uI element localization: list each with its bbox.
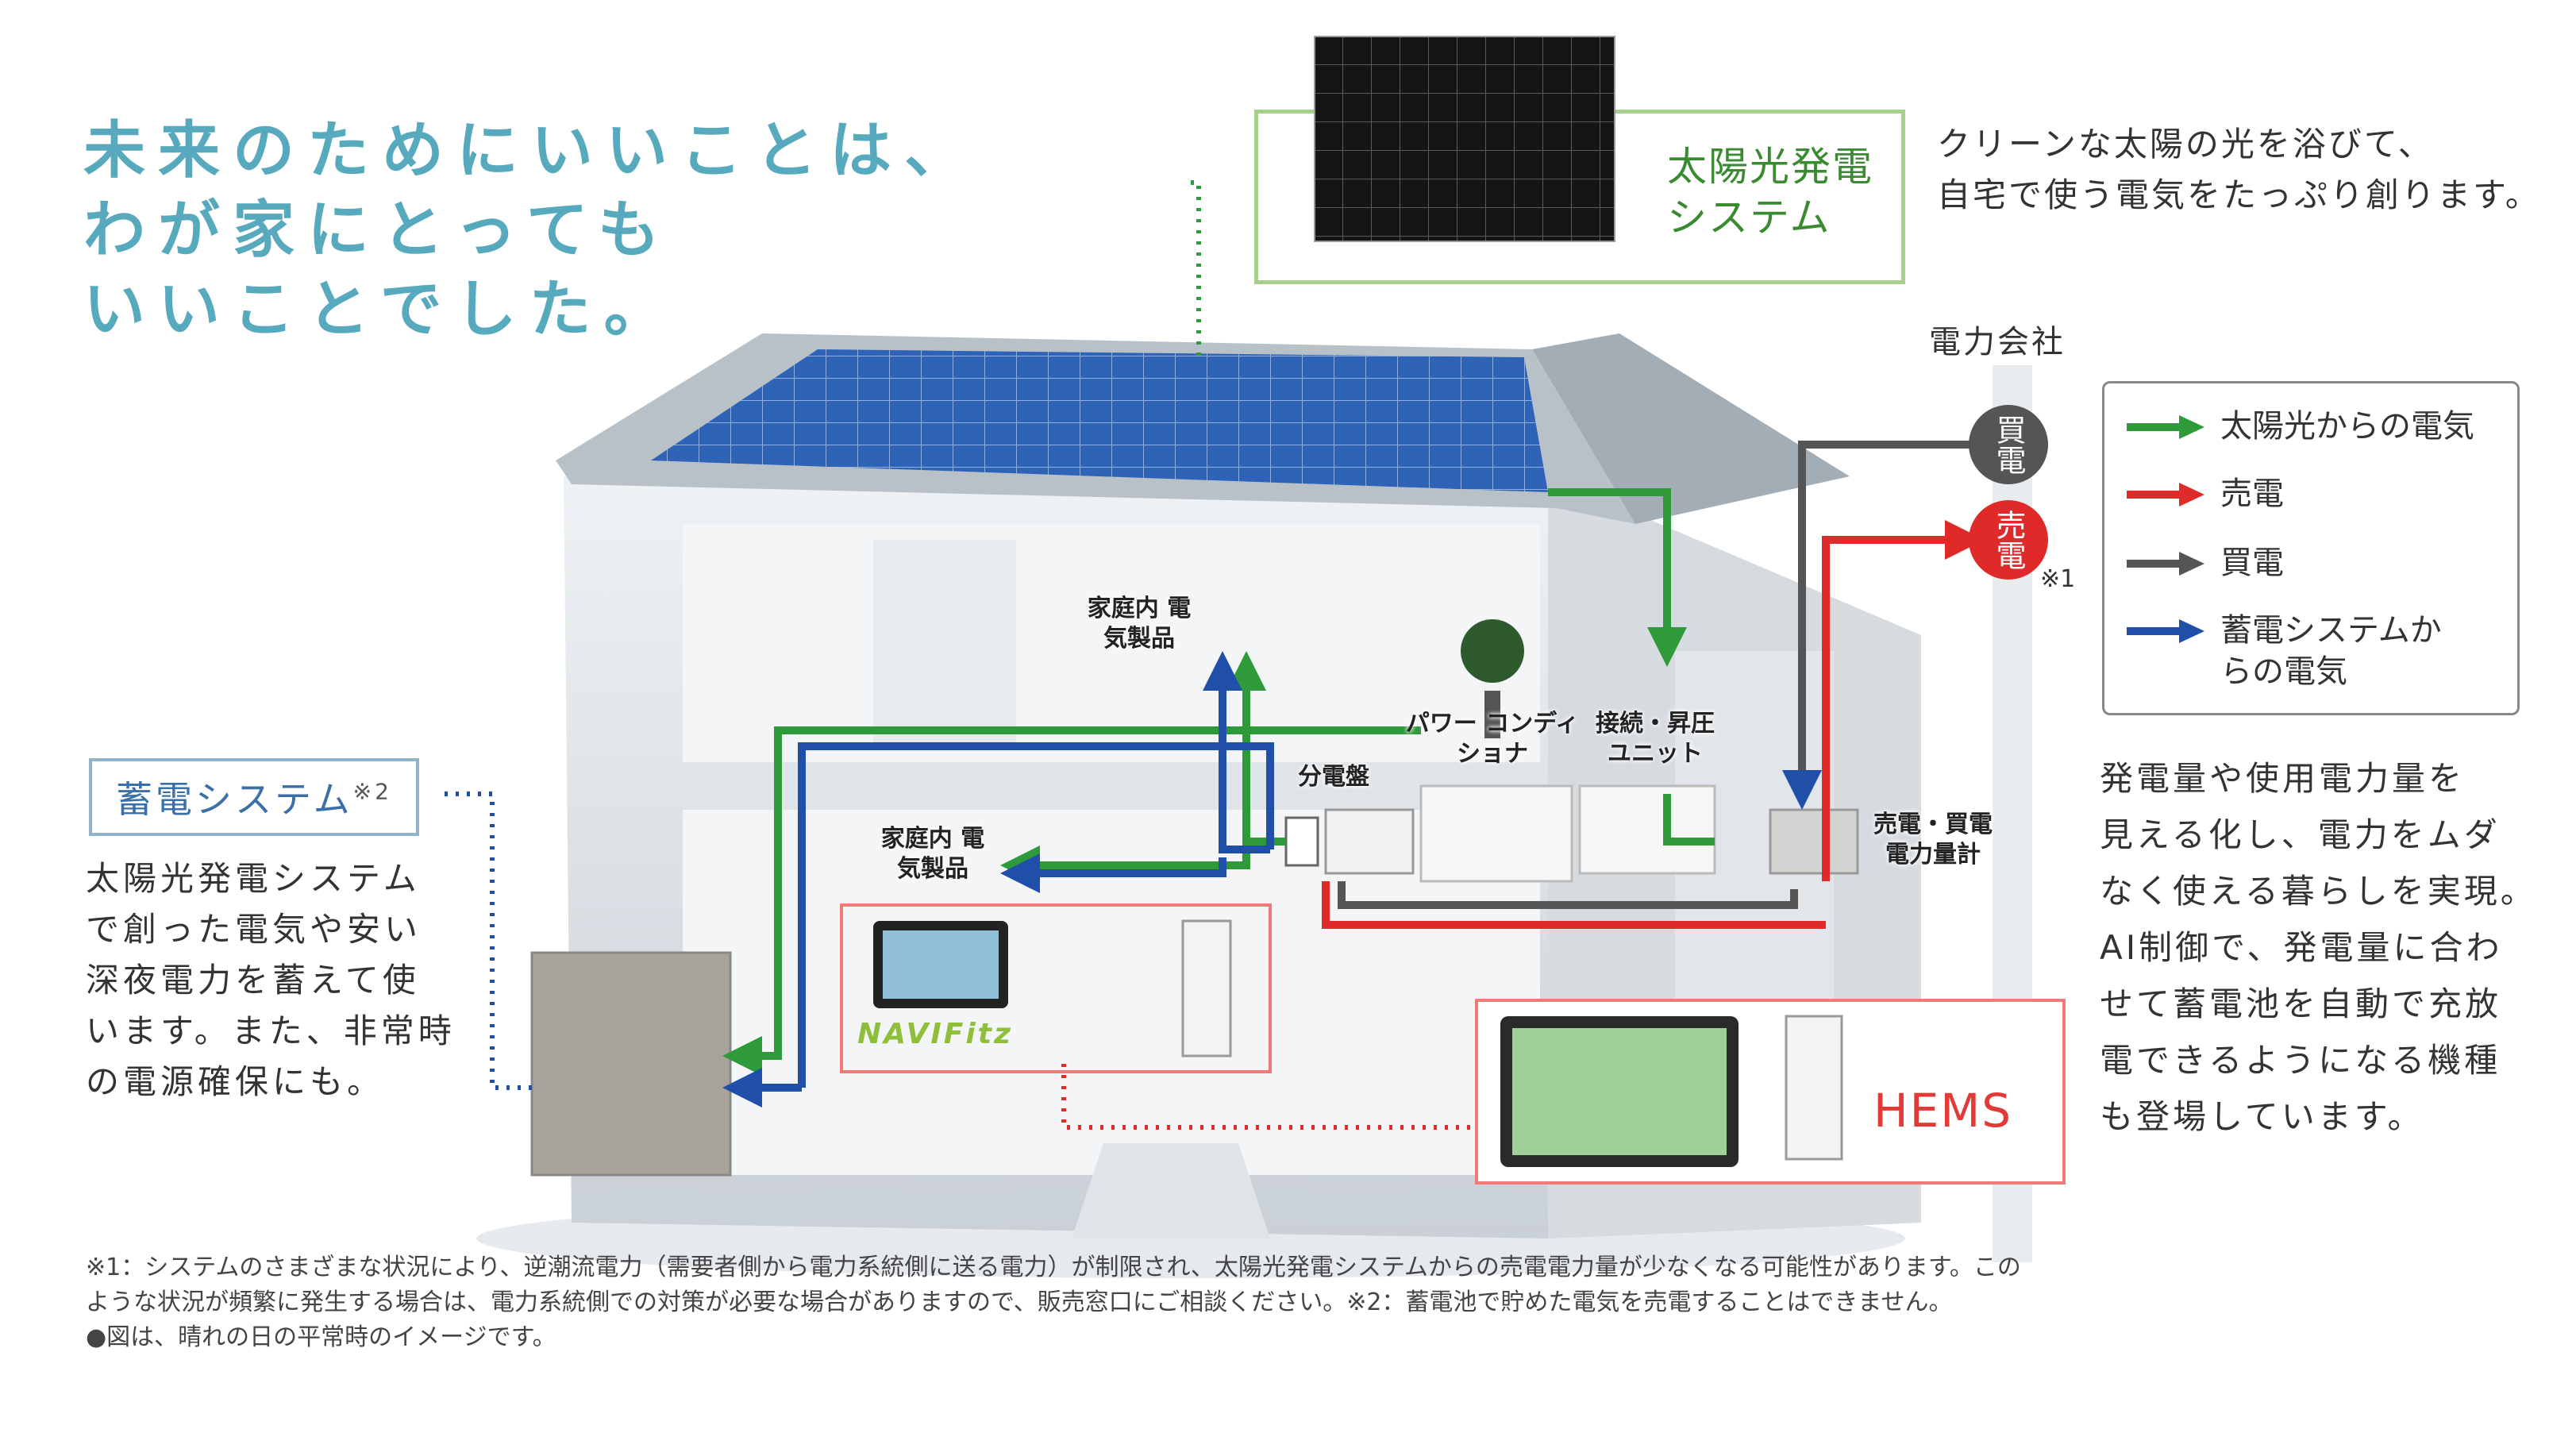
hems-description-line: も登場しています。 [2100, 1097, 2424, 1136]
storage-title-text: 蓄電システム [116, 778, 353, 821]
power-conditioner-label: パワー コンディショナ [1405, 710, 1580, 768]
headline-line: わが家にとっても [83, 195, 672, 266]
footnote-line: ●図は、晴れの日の平常時のイメージです。 [86, 1323, 556, 1351]
storage-system-title: 蓄電システム※2 [89, 758, 419, 836]
solar-description-line: 自宅で使う電気をたっぷり創ります。 [1937, 175, 2541, 214]
storage-description-line: で創った電気や安い [86, 910, 422, 949]
solar-system-label: 太陽光発電 システム [1667, 141, 1873, 243]
appliances-lower-label: 家庭内 電気製品 [880, 825, 985, 883]
footnotes: ※1：システムのさまざまな状況により、逆潮流電力（需要者側から電力系統側に送る電… [86, 1250, 2547, 1355]
storage-description-line: います。また、非常時 [86, 1011, 456, 1050]
junction-unit-label: 接続・昇圧 ユニット [1596, 710, 1715, 768]
legend-label: 買電 [2220, 545, 2284, 581]
hems-description: 発電量や使用電力量を 見える化し、電力をムダ なく使える暮らしを実現。 AI制御… [2100, 750, 2537, 1145]
headline-line: 未来のためにいいことは、 [83, 115, 980, 187]
solar-label-line: システム [1667, 195, 1831, 241]
appliances-upper-label: 家庭内 電気製品 [1087, 595, 1192, 653]
storage-description-line: の電源確保にも。 [86, 1062, 385, 1101]
sell-power-badge: 売電 [1969, 500, 2048, 580]
footnote-line: ※1：システムのさまざまな状況により、逆潮流電力（需要者側から電力系統側に送る電… [86, 1254, 2021, 1281]
legend-item: 買電 [2127, 542, 2284, 584]
hems-description-line: 見える化し、電力をムダ [2100, 815, 2501, 854]
distribution-board-label: 分電盤 [1298, 763, 1369, 791]
hems-description-line: 発電量や使用電力量を [2100, 759, 2466, 798]
headline-line: いいことでした。 [83, 274, 679, 345]
solar-label-line: 太陽光発電 [1667, 144, 1873, 190]
green-arrow-icon [2127, 415, 2204, 439]
power-company-label: 電力会社 [1929, 324, 2066, 360]
solar-description: クリーンな太陽の光を浴びて、 自宅で使う電気をたっぷり創ります。 [1937, 119, 2541, 221]
blue-arrow-icon [2127, 619, 2204, 643]
storage-description: 太陽光発電システム で創った電気や安い 深夜電力を蓄えて使 います。また、非常時… [86, 853, 456, 1107]
legend-item: 太陽光からの電気 [2127, 406, 2474, 447]
legend-label: 売電 [2220, 476, 2284, 512]
storage-description-line: 深夜電力を蓄えて使 [86, 961, 420, 1000]
buy-power-badge: 買電 [1969, 405, 2048, 484]
navifitz-logo: NAVIFitz [857, 1018, 1013, 1050]
legend-label: 蓄電システムからの電気 [2220, 612, 2442, 690]
meter-label: 売電・買電 電力量計 [1873, 811, 1993, 869]
legend-item: 蓄電システムからの電気 [2127, 610, 2459, 692]
hems-description-line: 電できるようになる機種 [2100, 1041, 2501, 1080]
note-marker-1: ※1 [2040, 565, 2076, 593]
solar-panel-image [1314, 36, 1615, 242]
storage-note: ※2 [352, 778, 392, 805]
hems-description-line: AI制御で、発電量に合わ [2100, 928, 2503, 967]
red-arrow-icon [2127, 483, 2204, 507]
solar-description-line: クリーンな太陽の光を浴びて、 [1937, 125, 2434, 164]
footnote-line: ような状況が頻繁に発生する場合は、電力系統側での対策が必要な場合がありますので、… [86, 1289, 1953, 1316]
legend-label: 太陽光からの電気 [2220, 408, 2474, 445]
storage-description-line: 太陽光発電システム [86, 859, 421, 898]
buy-power-text: 買電 [1991, 414, 2026, 475]
headline: 未来のためにいいことは、 わが家にとっても いいことでした。 [83, 111, 979, 349]
gray-arrow-icon [2127, 552, 2204, 576]
hems-label: HEMS [1873, 1084, 2013, 1138]
legend-item: 売電 [2127, 473, 2284, 514]
hems-description-line: なく使える暮らしを実現。 [2100, 872, 2537, 911]
legend: 太陽光からの電気 売電 買電 蓄電システムからの電気 [2102, 381, 2520, 715]
hems-description-line: せて蓄電池を自動で充放 [2100, 984, 2502, 1023]
sell-power-text: 売電 [1991, 510, 2026, 570]
